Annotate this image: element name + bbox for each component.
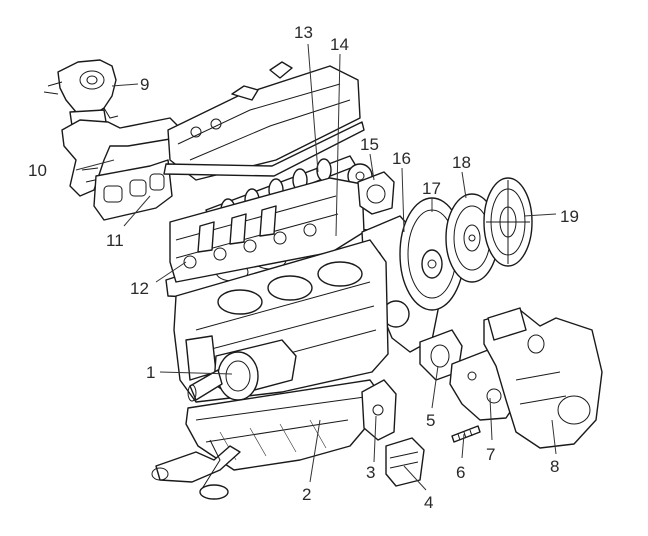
oil-sump	[185, 379, 381, 471]
cylinder-head	[169, 177, 365, 283]
callout-5: 5	[426, 411, 435, 430]
callout-9: 9	[140, 75, 149, 94]
callout-17: 17	[422, 179, 441, 198]
callout-19: 19	[560, 207, 579, 226]
leader-lines	[75, 43, 557, 491]
callout-18: 18	[452, 153, 471, 172]
callout-6: 6	[456, 463, 465, 482]
callout-11: 11	[106, 231, 124, 250]
callout-3: 3	[366, 463, 375, 482]
oil-pickup	[151, 439, 241, 500]
manifold-stud	[451, 425, 481, 443]
callout-8: 8	[550, 457, 559, 476]
carburettor	[43, 59, 119, 127]
callout-2: 2	[302, 485, 311, 504]
callout-12: 12	[130, 279, 149, 298]
callout-14: 14	[330, 35, 349, 54]
crankshaft	[187, 339, 297, 402]
callout-labels: 1 2 3 4 5 6 7 8 9 10 11 12 13 14 15 16 1…	[28, 23, 579, 512]
rubber-mount	[385, 437, 425, 487]
exhaust-manifold	[483, 307, 603, 449]
callout-10: 10	[28, 161, 47, 180]
callout-16: 16	[392, 149, 411, 168]
manifold-gasket	[93, 159, 173, 221]
callout-1: 1	[146, 363, 155, 382]
callout-7: 7	[486, 445, 495, 464]
callout-13: 13	[294, 23, 313, 42]
callout-15: 15	[360, 135, 379, 154]
engine-mount-bracket	[361, 379, 397, 441]
callout-4: 4	[424, 493, 433, 512]
clutch-pressure-plate	[483, 177, 533, 267]
timing-pulley	[357, 171, 395, 215]
inlet-manifold	[61, 117, 179, 197]
